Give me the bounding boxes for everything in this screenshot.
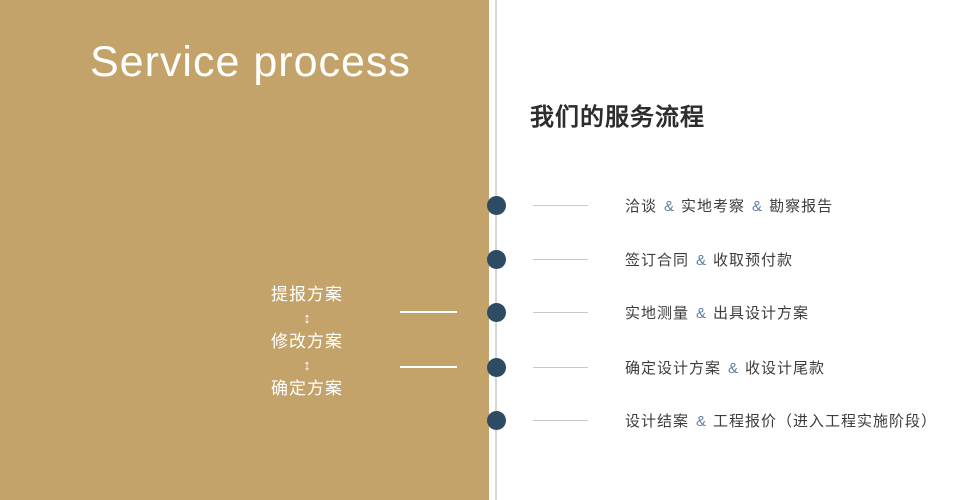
flow-step-label: 提报方案 (271, 285, 343, 304)
ampersand-separator: & (728, 359, 739, 377)
ampersand-separator: & (696, 251, 707, 269)
ampersand-separator: & (752, 197, 763, 215)
ampersand-separator: & (696, 412, 707, 430)
step-label: 签订合同&收取预付款 (625, 251, 794, 269)
service-step-row: 洽谈&实地考察&勘察报告 (487, 195, 833, 215)
step-connector-line (533, 311, 588, 313)
service-step-row: 实地测量&出具设计方案 (487, 302, 809, 322)
step-connector-line (533, 204, 588, 206)
timeline-dot-icon (487, 195, 506, 215)
section-title: 我们的服务流程 (530, 104, 705, 131)
step-label: 确定设计方案&收设计尾款 (625, 359, 826, 377)
left-gold-panel: Service process 提报方案 ↕ 修改方案 ↕ 确定方案 (0, 0, 489, 500)
step-connector-line (533, 258, 588, 260)
timeline-dot-icon (487, 357, 506, 377)
step-label: 洽谈&实地考察&勘察报告 (625, 197, 834, 215)
ampersand-separator: & (696, 304, 707, 322)
flow-step-label: 修改方案 (271, 332, 343, 351)
flow-connector-line (400, 311, 457, 313)
flow-step-label: 确定方案 (271, 379, 343, 398)
double-arrow-icon: ↕ (303, 310, 311, 327)
service-step-row: 签订合同&收取预付款 (487, 249, 793, 269)
timeline-dot-icon (487, 410, 506, 430)
step-label: 实地测量&出具设计方案 (625, 304, 810, 322)
double-arrow-icon: ↕ (303, 357, 311, 374)
timeline-dot-icon (487, 302, 506, 322)
design-revision-flow: 提报方案 ↕ 修改方案 ↕ 确定方案 (252, 283, 362, 401)
ampersand-separator: & (664, 197, 675, 215)
timeline-dot-icon (487, 249, 506, 269)
service-step-row: 设计结案&工程报价（进入工程实施阶段） (487, 410, 937, 430)
page-title: Service process (90, 38, 411, 86)
step-connector-line (533, 419, 588, 421)
flow-connector-line (400, 366, 457, 368)
step-connector-line (533, 366, 588, 368)
service-step-row: 确定设计方案&收设计尾款 (487, 357, 825, 377)
step-label: 设计结案&工程报价（进入工程实施阶段） (625, 412, 938, 430)
